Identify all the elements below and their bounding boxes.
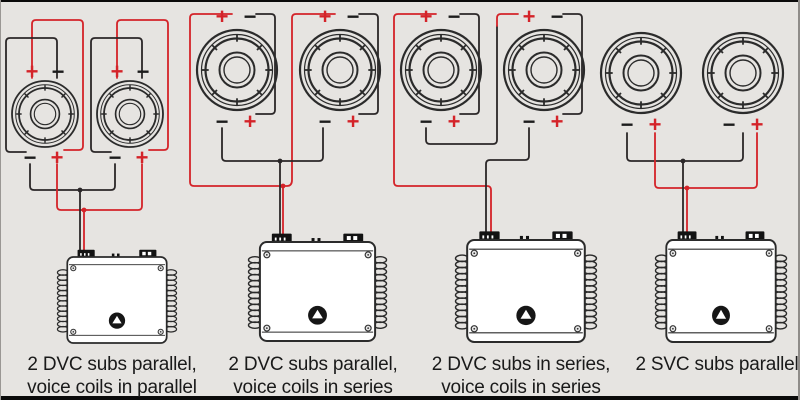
terminal-minus-label: −: [723, 112, 736, 137]
series-link-wire: [425, 25, 498, 145]
diagram-dvc-series-series: + − − + + − − +: [393, 4, 598, 344]
amplifier: [247, 232, 388, 342]
terminal-minus-label: −: [319, 109, 332, 134]
diagram-caption: 2 DVC subs parallel, voice coils in para…: [0, 353, 232, 399]
negative-wire: [626, 132, 744, 162]
terminal-plus-label: +: [244, 109, 257, 134]
positive-wire: [31, 19, 84, 151]
series-jumper-wire: [562, 13, 583, 115]
negative-wire: [29, 163, 116, 191]
top-border: [0, 0, 800, 2]
series-jumper-wire: [459, 13, 480, 115]
terminal-minus-label: −: [137, 59, 150, 84]
series-link-wire: [496, 13, 519, 27]
diagram-caption: 2 DVC subs parallel, voice coils in seri…: [193, 353, 433, 399]
caption-line: 2 SVC subs parallel: [635, 354, 799, 375]
caption-line: 2 DVC subs in series,: [431, 354, 611, 375]
terminal-minus-label: −: [109, 145, 122, 170]
terminal-plus-label: +: [551, 109, 564, 134]
bottom-border: [0, 396, 800, 400]
positive-wire: [116, 19, 169, 151]
terminal-plus-label: +: [136, 145, 149, 170]
diagram-caption: 2 DVC subs in series, voice coils in ser…: [401, 353, 641, 399]
terminal-minus-label: −: [244, 4, 257, 29]
negative-wire: [485, 127, 530, 242]
positive-wire: [56, 163, 143, 211]
series-jumper-wire: [255, 13, 276, 115]
terminal-plus-label: +: [319, 4, 332, 29]
subwoofer: [11, 80, 79, 148]
terminal-minus-label: −: [523, 109, 536, 134]
right-border: [798, 0, 800, 400]
diagram-dvc-parallel-series: + − − + + − − +: [189, 4, 388, 342]
terminal-minus-label: −: [347, 4, 360, 29]
subwoofer: [399, 28, 483, 112]
amplifier: [454, 230, 598, 344]
positive-wire: [189, 13, 284, 187]
subwoofer: [195, 28, 279, 112]
terminal-plus-label: +: [649, 112, 662, 137]
terminal-plus-label: +: [26, 59, 39, 84]
terminal-plus-label: +: [51, 145, 64, 170]
amplifier: [56, 248, 178, 344]
caption-line: 2 DVC subs parallel,: [27, 354, 197, 375]
caption-line: 2 DVC subs parallel,: [228, 354, 398, 375]
terminal-minus-label: −: [52, 59, 65, 84]
terminal-minus-label: −: [621, 112, 634, 137]
negative-wire: [5, 37, 58, 153]
terminal-minus-label: −: [420, 109, 433, 134]
caption-line: voice coils in parallel: [27, 377, 197, 398]
positive-wire: [282, 13, 336, 187]
subwoofer: [502, 28, 586, 112]
diagram-caption: 2 SVC subs parallel: [597, 353, 800, 376]
terminal-plus-label: +: [448, 109, 461, 134]
caption-line: voice coils in series: [233, 377, 393, 398]
subwoofer: [599, 31, 683, 115]
diagram-svc-parallel: − + − +: [599, 31, 788, 344]
positive-wire: [654, 132, 758, 189]
terminal-minus-label: −: [448, 4, 461, 29]
terminal-minus-label: −: [551, 4, 564, 29]
positive-wire: [393, 13, 492, 242]
negative-wire: [221, 127, 324, 162]
subwoofer: [96, 80, 164, 148]
amplifier: [654, 230, 788, 344]
caption-line: voice coils in series: [441, 377, 601, 398]
terminal-plus-label: +: [347, 109, 360, 134]
terminal-plus-label: +: [420, 4, 433, 29]
terminal-plus-label: +: [216, 4, 229, 29]
subwoofer: [701, 31, 785, 115]
terminal-plus-label: +: [111, 59, 124, 84]
terminal-plus-label: +: [751, 112, 764, 137]
negative-wire: [90, 37, 143, 153]
diagram-dvc-parallel-parallel: + − − + + − − +: [5, 19, 178, 344]
terminal-minus-label: −: [216, 109, 229, 134]
terminal-plus-label: +: [523, 4, 536, 29]
left-border: [0, 0, 1, 400]
subwoofer: [298, 28, 382, 112]
series-jumper-wire: [358, 13, 379, 115]
terminal-minus-label: −: [24, 145, 37, 170]
